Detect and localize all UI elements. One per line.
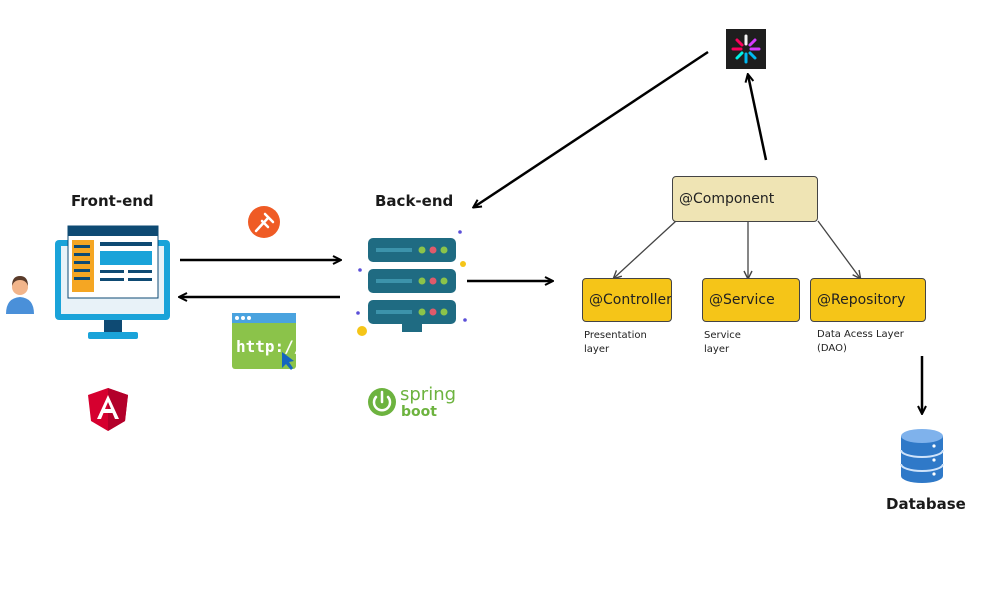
component-box: @Component (672, 176, 818, 222)
http-logo-text: http:// (236, 337, 303, 356)
service-note-line-1: Service (704, 330, 741, 341)
controller-box: @Controller (582, 278, 672, 322)
controller-note-line-1: Presentation (584, 330, 647, 341)
controller-note: Presentation layer (584, 329, 647, 357)
spring-boot-logo-icon: spring boot (368, 384, 456, 420)
arrow-component-to-controller (614, 220, 677, 278)
jwt-logo-icon (726, 29, 766, 69)
repository-note: Data Acess Layer (DAO) (817, 328, 904, 356)
spring-logo-text: spring (400, 384, 456, 405)
backend-label: Back-end (375, 192, 454, 210)
database-label: Database (886, 495, 966, 513)
repository-note-line-2: (DAO) (817, 343, 847, 354)
service-box: @Service (702, 278, 800, 322)
controller-note-line-2: layer (584, 344, 610, 355)
desktop-monitor-icon (55, 225, 170, 339)
boot-logo-text: boot (401, 404, 437, 420)
service-note: Service layer (704, 329, 741, 357)
arrow-component-to-jwt (748, 75, 768, 161)
user-avatar-icon (6, 276, 34, 314)
repository-note-line-1: Data Acess Layer (817, 329, 904, 340)
arrow-component-to-repository (817, 220, 860, 278)
postman-logo-icon (248, 206, 280, 238)
service-note-line-2: layer (704, 344, 730, 355)
frontend-label: Front-end (71, 192, 154, 210)
database-icon (900, 429, 944, 483)
repository-box: @Repository (810, 278, 926, 322)
arrow-jwt-to-backend (474, 50, 709, 207)
server-stack-icon (356, 230, 467, 336)
angular-logo-icon (88, 388, 128, 431)
http-request-icon: http:// (232, 313, 303, 370)
